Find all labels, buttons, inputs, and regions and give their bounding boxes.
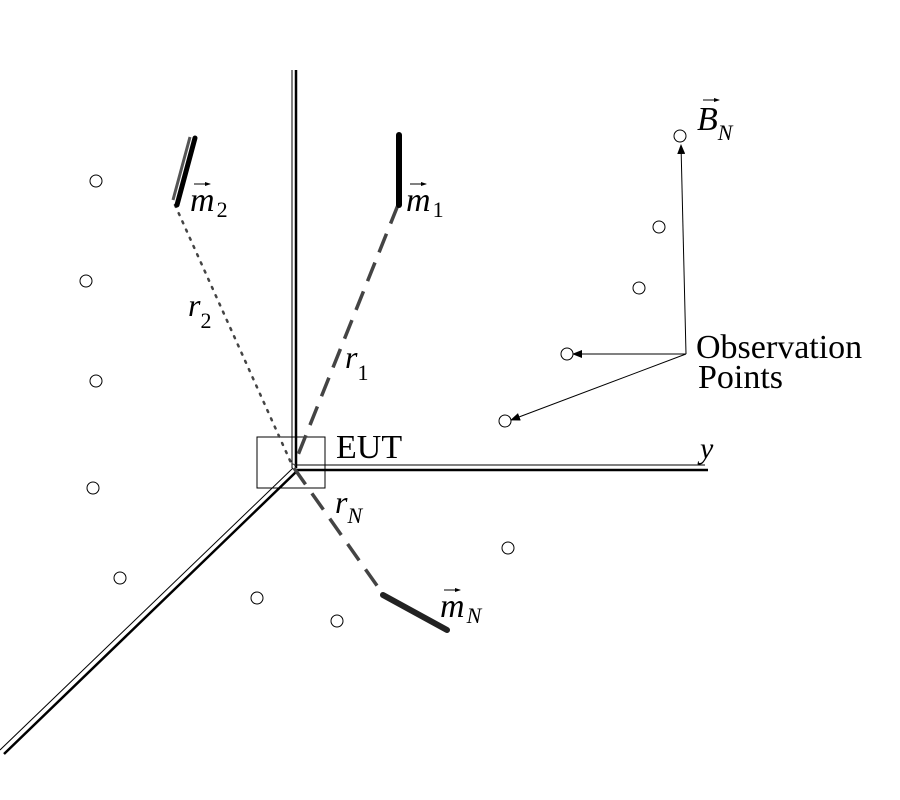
observation-point <box>498 414 512 428</box>
observation-point <box>652 220 666 234</box>
observation-arrows <box>510 144 687 421</box>
observation-point <box>501 541 515 555</box>
observation-point <box>673 129 687 143</box>
dipole-label-m1: m1 <box>406 182 444 222</box>
observation-point <box>89 374 103 388</box>
dipole-m2 <box>171 135 198 208</box>
dipole-symbol: m <box>190 182 215 219</box>
observation-label: Observation Points <box>696 329 871 396</box>
dipole-symbol: m <box>440 588 465 625</box>
observation-point <box>79 274 93 288</box>
observation-point <box>86 481 100 495</box>
distance-label-r2: r2 <box>188 287 211 333</box>
svg-text:m2: m2 <box>190 182 228 222</box>
svg-text:m1: m1 <box>406 182 444 222</box>
y-axis <box>294 464 708 472</box>
distance-line-rN <box>292 466 387 599</box>
distance-label-r1: r1 <box>345 339 368 385</box>
distance-line-r2 <box>173 203 294 467</box>
observation-point <box>560 347 574 361</box>
dipole-label-mN: mN <box>440 588 483 628</box>
x-axis <box>0 467 298 755</box>
eut-box <box>256 436 326 489</box>
observation-point <box>330 614 344 628</box>
eut-label: EUT <box>336 429 402 466</box>
field-symbol: B <box>697 101 718 138</box>
z-axis <box>291 70 298 468</box>
distance-label-rN: rN <box>335 484 363 528</box>
svg-text:mN: mN <box>440 588 483 628</box>
field-subscript: N <box>717 120 734 145</box>
observation-point <box>250 591 264 605</box>
y-axis-label: y <box>697 432 714 465</box>
observation-point <box>632 281 646 295</box>
svg-text:BN: BN <box>697 101 734 145</box>
dipole-mN <box>380 592 450 633</box>
dipole-symbol: m <box>406 182 431 219</box>
distance-line-r1 <box>292 204 400 466</box>
observation-point <box>89 174 103 188</box>
dipole-subscript: 2 <box>217 197 228 222</box>
dipole-subscript: 1 <box>433 197 444 222</box>
field-label-BN: BN <box>697 98 734 145</box>
dipole-subscript: N <box>466 603 483 628</box>
observation-point <box>113 571 127 585</box>
observation-points <box>79 129 687 628</box>
dipole-label-m2: m2 <box>190 182 228 222</box>
